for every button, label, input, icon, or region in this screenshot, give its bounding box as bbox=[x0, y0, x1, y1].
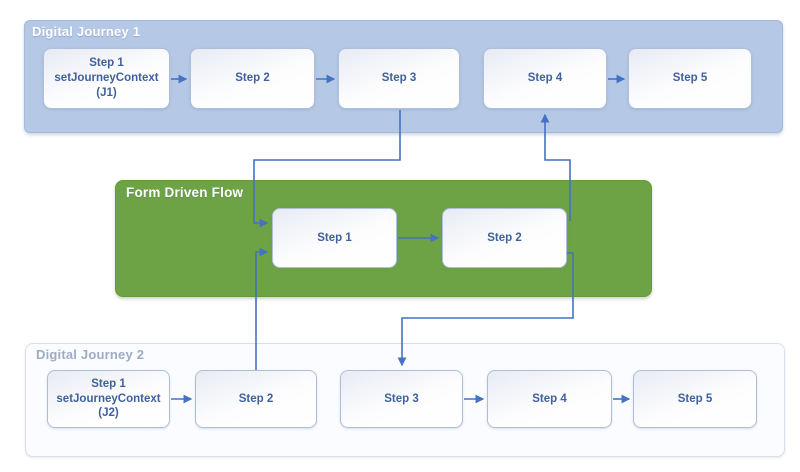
journey1-step-4: Step 4 bbox=[483, 48, 607, 109]
journey2-step-2: Step 2 bbox=[195, 370, 317, 428]
form-flow-title: Form Driven Flow bbox=[126, 185, 244, 200]
journey2-step-5: Step 5 bbox=[633, 370, 757, 428]
journey2-title: Digital Journey 2 bbox=[36, 347, 145, 362]
step-sublabel: setJourneyContext (J1) bbox=[54, 72, 159, 99]
journey2-step-1: Step 1 setJourneyContext (J2) bbox=[47, 370, 170, 428]
step-label: Step 1 bbox=[89, 57, 124, 70]
journey1-step-1: Step 1 setJourneyContext (J1) bbox=[43, 48, 170, 109]
step-label: Step 4 bbox=[527, 72, 563, 85]
step-label: Step 2 bbox=[235, 72, 270, 85]
step-label: Step 5 bbox=[672, 72, 708, 85]
step-label: Step 3 bbox=[384, 392, 419, 405]
step-label: Step 3 bbox=[381, 72, 417, 85]
journey2-step-3: Step 3 bbox=[340, 370, 463, 428]
form-flow-step-2: Step 2 bbox=[442, 208, 567, 268]
form-flow-step-1: Step 1 bbox=[272, 208, 397, 268]
step-label: Step 1 bbox=[317, 231, 352, 244]
journey1-step-5: Step 5 bbox=[628, 48, 752, 109]
step-label: Step 2 bbox=[487, 231, 522, 244]
step-label: Step 5 bbox=[677, 392, 713, 405]
journey1-step-3: Step 3 bbox=[338, 48, 460, 109]
journey1-title: Digital Journey 1 bbox=[32, 24, 141, 39]
journey1-step-2: Step 2 bbox=[190, 48, 315, 109]
step-label: Step 4 bbox=[532, 392, 567, 405]
journey2-step-4: Step 4 bbox=[487, 370, 612, 428]
step-label: Step 1 bbox=[91, 377, 126, 390]
step-sublabel: setJourneyContext (J2) bbox=[56, 392, 161, 420]
step-label: Step 2 bbox=[238, 392, 274, 405]
